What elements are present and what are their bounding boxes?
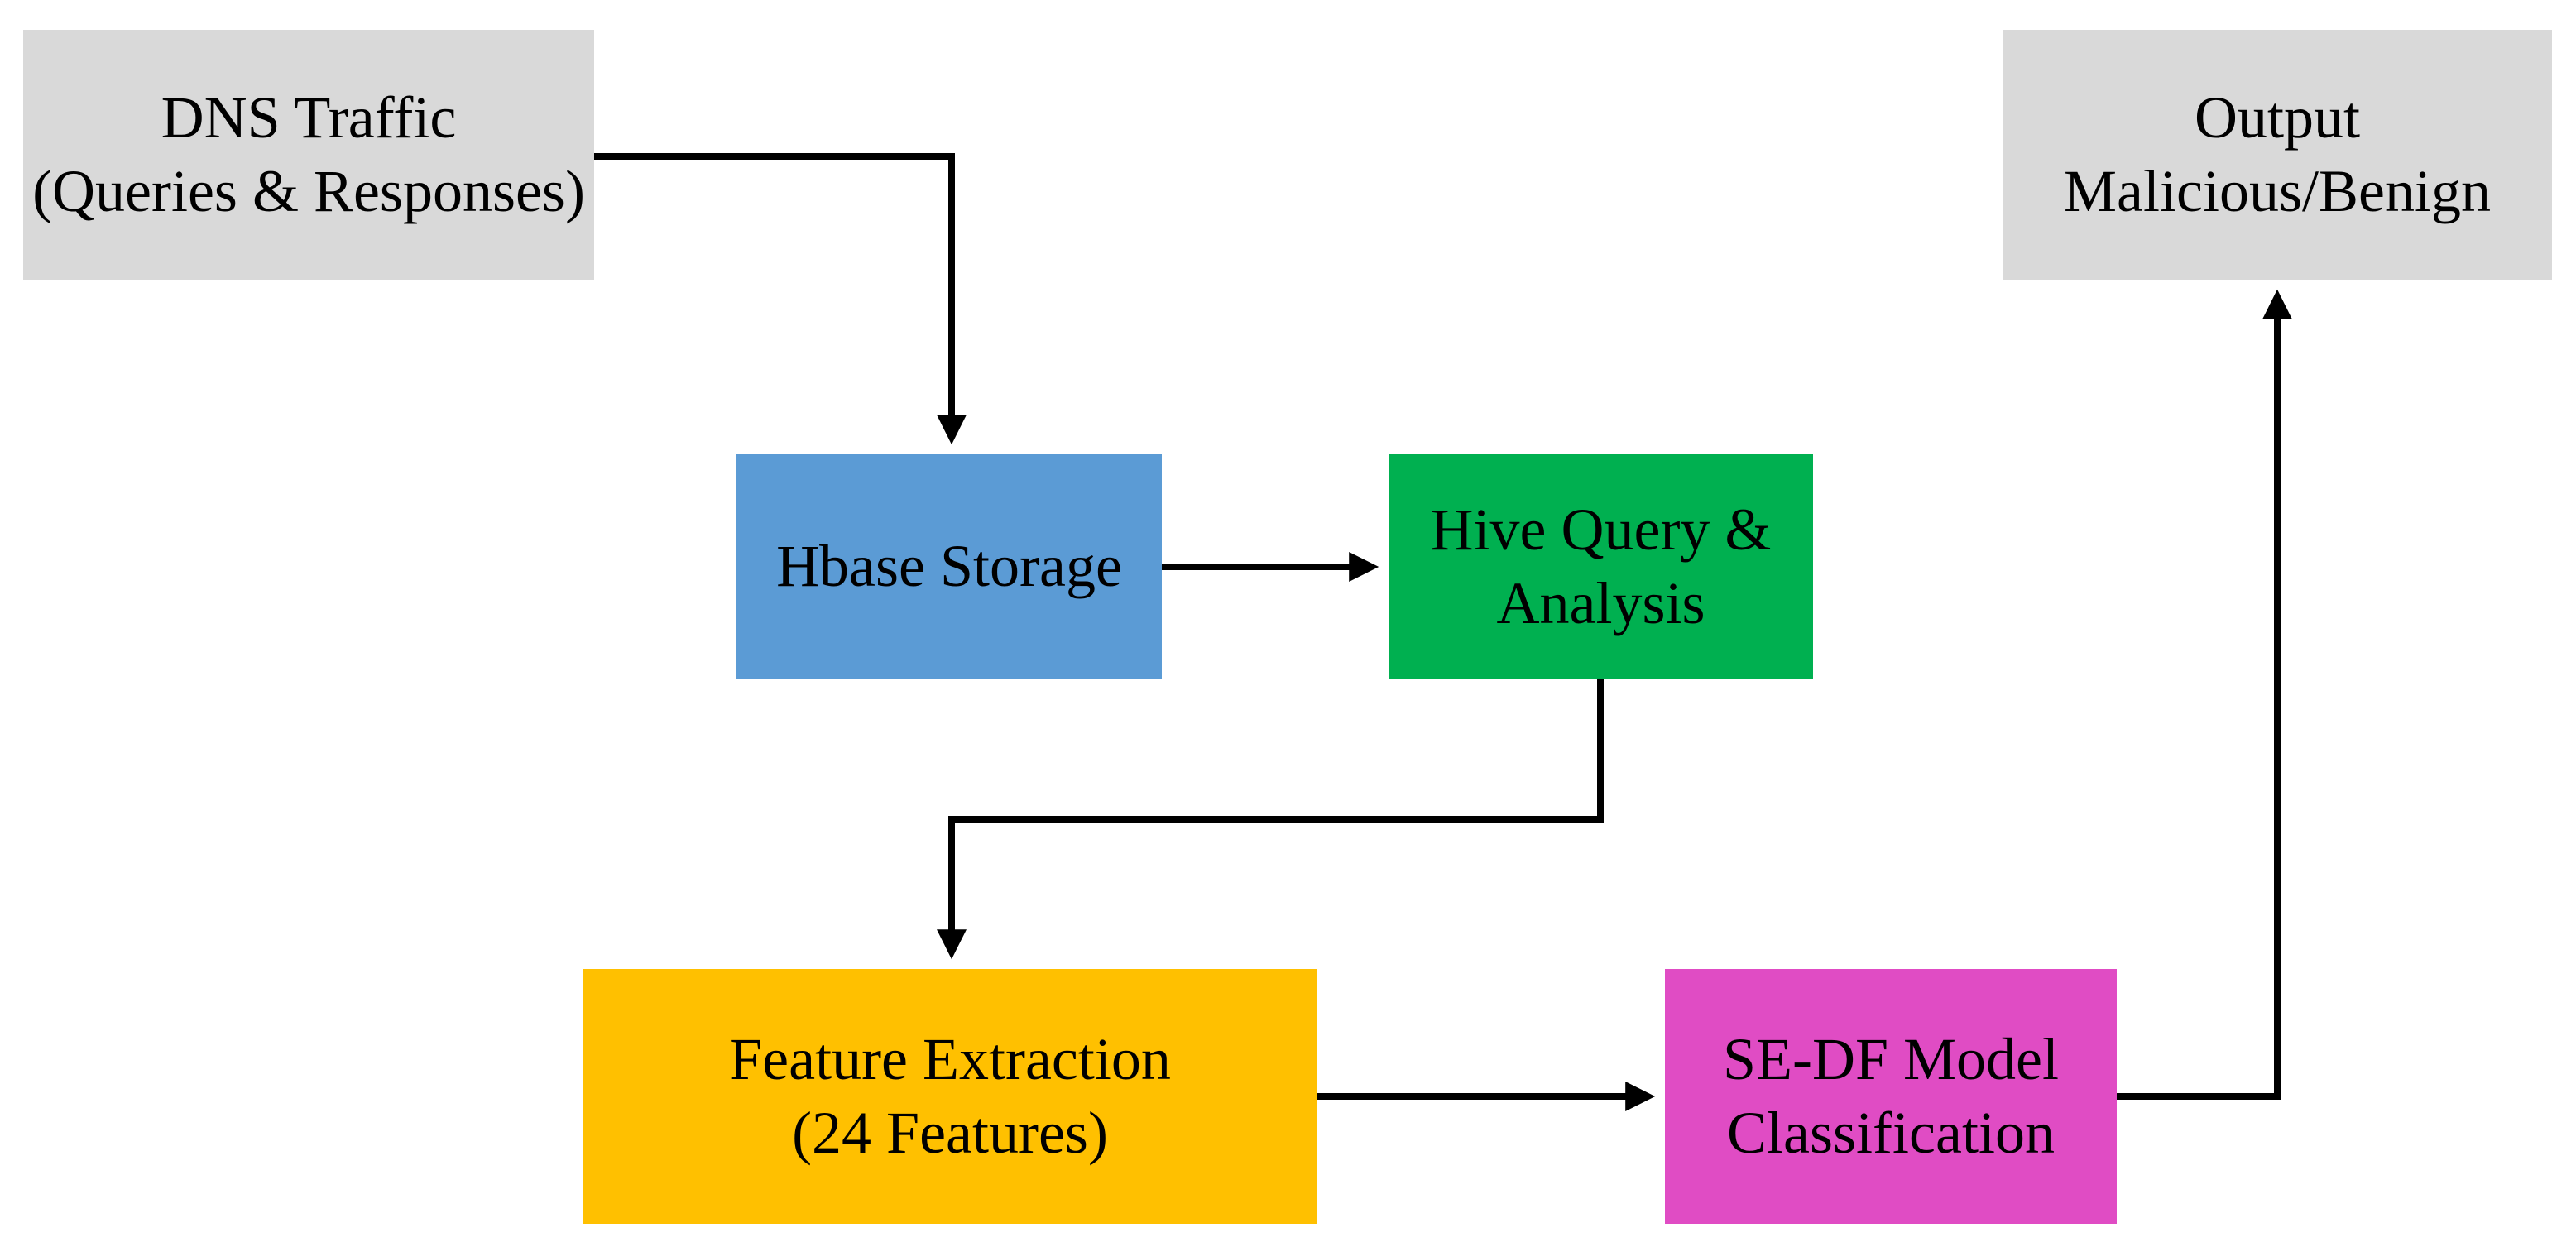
edge-hive-to-feature (937, 679, 1604, 960)
node-feature-extraction-label-line1: Feature Extraction (729, 1025, 1171, 1092)
node-output-label-line2: Malicious/Benign (2064, 158, 2491, 224)
node-feature-extraction-label-line2: (24 Features) (792, 1100, 1108, 1166)
edge-dns-to-hbase (594, 153, 967, 445)
node-hbase-storage: Hbase Storage (736, 454, 1162, 679)
edge-sedf-to-output (2117, 289, 2292, 1100)
node-output-malicious-benign: Output Malicious/Benign (2003, 30, 2552, 280)
node-dns-traffic: DNS Traffic (Queries & Responses) (23, 30, 594, 280)
node-hive-query-analysis: Hive Query & Analysis (1389, 454, 1813, 679)
node-hive-query-label-line2: Analysis (1496, 570, 1705, 636)
node-hive-query-label-line1: Hive Query & (1430, 496, 1772, 563)
node-hbase-storage-label: Hbase Storage (776, 533, 1122, 600)
node-output-label-line1: Output (2194, 84, 2360, 151)
node-dns-traffic-label-line2: (Queries & Responses) (32, 158, 585, 224)
node-sedf-model-classification: SE-DF Model Classification (1665, 969, 2117, 1224)
node-dns-traffic-label-line1: DNS Traffic (161, 84, 457, 151)
node-sedf-model-label-line1: SE-DF Model (1722, 1025, 2060, 1092)
node-sedf-model-label-line2: Classification (1727, 1100, 2055, 1166)
node-feature-extraction: Feature Extraction (24 Features) (583, 969, 1317, 1224)
